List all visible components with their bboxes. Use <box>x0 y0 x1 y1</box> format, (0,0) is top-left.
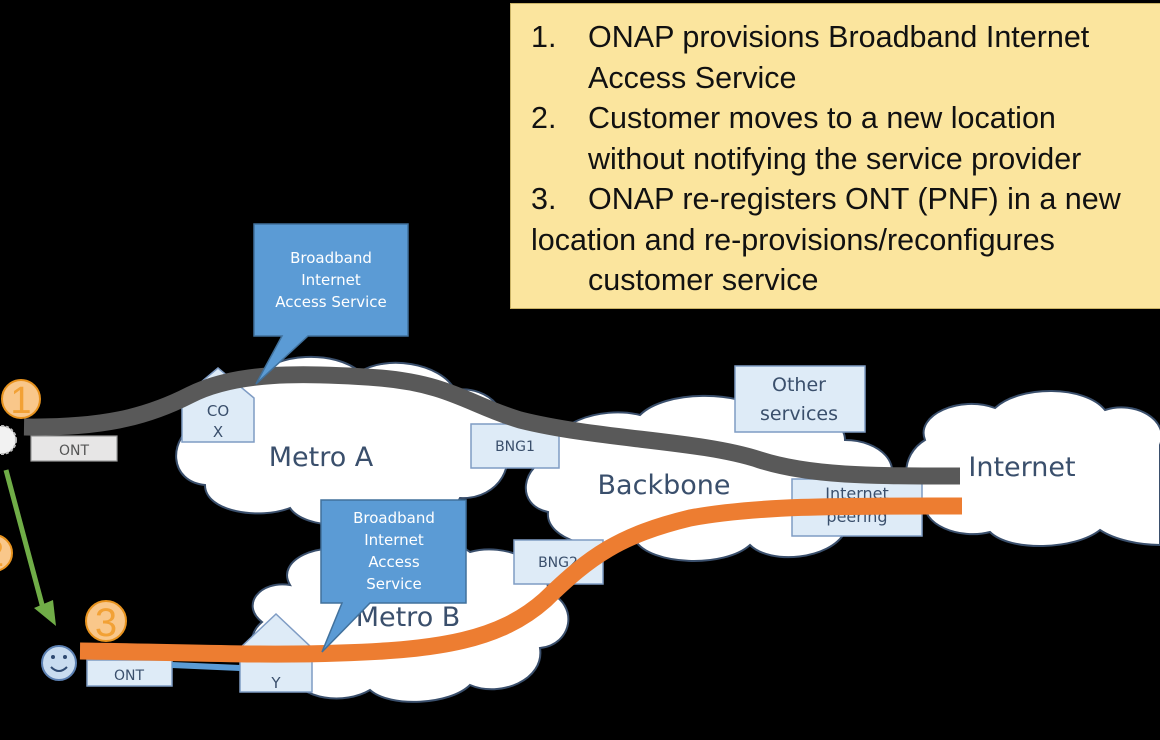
step-item-2-number: 2. <box>531 101 557 135</box>
ont-top-node: ONT <box>30 435 118 462</box>
step-3-number: 3 <box>95 601 117 645</box>
other-services-line2: services <box>760 403 838 425</box>
step-item-2-line1: Customer moves to a new location <box>588 101 1056 135</box>
ont-bottom-node: ONT <box>86 659 173 687</box>
step-item-3-line3: customer service <box>588 263 819 297</box>
callout-bottom-line3: Access <box>368 553 420 571</box>
callout-top: Broadband Internet Access Service <box>253 223 409 385</box>
co-y-label: Y <box>270 674 281 692</box>
ont-to-y-link <box>171 662 241 671</box>
service-path-original <box>23 366 961 485</box>
bng2-label: BNG2 <box>538 555 578 571</box>
step-item-1-line2: Access Service <box>588 60 797 95</box>
metro-a-label: Metro A <box>269 442 374 473</box>
step-2-marker: 2 <box>0 533 13 574</box>
step-item-2-line2: without notifying the service provider <box>588 141 1082 176</box>
callout-bottom-line2: Internet <box>364 531 424 549</box>
step-item-2: 2. Customer moves to a new location with… <box>531 98 1160 179</box>
step-item-3-line1: ONAP re-registers ONT (PNF) in a new <box>588 182 1121 216</box>
callout-top-line1: Broadband <box>290 249 372 267</box>
customer-move-arrow <box>3 469 56 626</box>
co-x-label-line1: CO <box>207 402 229 420</box>
steps-list: 1. ONAP provisions Broadband Internet Ac… <box>531 17 1160 301</box>
step-item-3: 3. ONAP re-registers ONT (PNF) in a new … <box>531 179 1160 301</box>
internet-cloud-label: Internet <box>968 452 1075 483</box>
steps-note-box: 1. ONAP provisions Broadband Internet Ac… <box>510 3 1160 309</box>
ont-top-label: ONT <box>59 443 89 459</box>
callout-top-line2: Internet <box>301 271 361 289</box>
step-item-3-line2: location and re-provisions/reconfigures <box>531 222 1055 257</box>
step-item-3-number: 3. <box>531 182 557 216</box>
other-services-line1: Other <box>772 374 826 396</box>
step-3-marker: 3 <box>85 600 127 645</box>
smiley-customer-icon <box>41 645 77 681</box>
other-services-node: Other services <box>734 365 866 433</box>
step-2-number: 2 <box>0 533 4 574</box>
backbone-label: Backbone <box>598 470 731 501</box>
metro-b-label: Metro B <box>356 602 461 633</box>
step-item-1: 1. ONAP provisions Broadband Internet Ac… <box>531 17 1160 98</box>
step-1-number: 1 <box>10 380 31 422</box>
cloud-metro-a <box>175 356 509 526</box>
callout-bottom: Broadband Internet Access Service <box>320 499 467 653</box>
service-path-reprovisioned <box>79 497 963 663</box>
callout-bottom-line1: Broadband <box>353 509 435 527</box>
callout-top-line3: Access Service <box>275 293 387 311</box>
bng1-label: BNG1 <box>495 439 535 455</box>
co-x-label-line2: X <box>213 423 223 441</box>
callout-bottom-line4: Service <box>366 575 421 593</box>
faded-customer-icon <box>0 425 17 455</box>
step-item-1-line1: ONAP provisions Broadband Internet <box>588 20 1090 54</box>
step-1-marker: 1 <box>1 379 41 422</box>
step-item-1-number: 1. <box>531 20 557 54</box>
ont-bottom-label: ONT <box>114 668 144 684</box>
